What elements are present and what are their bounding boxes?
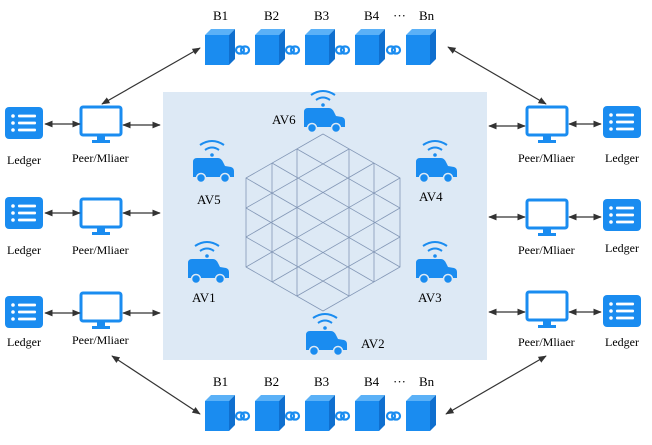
block-label: B4 — [364, 8, 380, 23]
vehicle-av4: AV4 — [415, 140, 458, 204]
vehicle-label: AV6 — [272, 112, 296, 127]
block-cube-icon — [255, 395, 285, 431]
block-label: B4 — [364, 374, 380, 389]
chain-link-icon — [385, 45, 402, 55]
peer-monitor-icon — [525, 198, 569, 238]
peer-monitor-icon — [525, 105, 569, 145]
block-cube-icon — [406, 29, 436, 65]
peer-monitor-icon — [79, 291, 123, 331]
block-cube-icon — [355, 29, 385, 65]
ledger-icon — [603, 295, 641, 327]
block-label: B3 — [314, 374, 329, 389]
ledger-label: Ledger — [605, 241, 639, 255]
block-label: Bn — [419, 8, 435, 23]
blockchain-top: B1 B2 B3 B4 ··· Bn — [205, 8, 436, 65]
block-cube-icon — [305, 29, 335, 65]
chain-link-icon — [334, 45, 351, 55]
vehicle-label: AV3 — [418, 290, 442, 305]
peer-label: Peer/Mliaer — [518, 335, 575, 349]
peer-monitor-icon — [525, 290, 569, 330]
block-label: B2 — [264, 8, 279, 23]
left-node-3: Ledger Peer/Mliaer — [5, 291, 129, 349]
block-label: Bn — [419, 374, 435, 389]
block-cube-icon — [205, 29, 235, 65]
ellipsis: ··· — [393, 8, 406, 23]
block-cube-icon — [406, 395, 436, 431]
block-label: B1 — [213, 374, 228, 389]
ledger-icon — [603, 106, 641, 138]
vehicle-label: AV2 — [361, 336, 385, 351]
right-node-3: Peer/Mliaer Ledger — [518, 290, 641, 349]
left-node-1: Ledger Peer/Mliaer — [5, 105, 129, 167]
chain-link-icon — [284, 45, 301, 55]
chain-link-icon — [334, 411, 351, 421]
vehicle-av3: AV3 — [415, 241, 458, 305]
peer-label: Peer/Mliaer — [518, 151, 575, 165]
block-label: B3 — [314, 8, 329, 23]
ledger-label: Ledger — [605, 335, 639, 349]
vehicle-network-panel — [163, 92, 487, 360]
vehicle-label: AV4 — [419, 189, 443, 204]
vehicle-av2: AV2 — [305, 313, 385, 357]
ellipsis: ··· — [393, 374, 406, 389]
chain-link-icon — [385, 411, 402, 421]
peer-label: Peer/Mliaer — [72, 333, 129, 347]
peer-label: Peer/Mliaer — [518, 243, 575, 257]
left-node-2: Ledger Peer/Mliaer — [5, 197, 129, 257]
block-cube-icon — [355, 395, 385, 431]
vehicle-av5: AV5 — [192, 140, 235, 207]
blockchain-bottom: B1 B2 B3 B4 ··· Bn — [205, 374, 436, 431]
peer-label: Peer/Mliaer — [72, 243, 129, 257]
ledger-icon — [603, 199, 641, 231]
ledger-label: Ledger — [7, 335, 41, 349]
ledger-icon — [5, 197, 43, 229]
peer-monitor-icon — [79, 105, 123, 145]
ledger-label: Ledger — [7, 243, 41, 257]
chain-link-icon — [234, 411, 251, 421]
hexagon-lattice — [245, 133, 401, 312]
ledger-label: Ledger — [7, 153, 41, 167]
chain-link-icon — [284, 411, 301, 421]
vehicle-av6: AV6 — [272, 90, 346, 134]
connection-arrows — [44, 46, 602, 415]
right-node-2: Peer/Mliaer Ledger — [518, 198, 641, 257]
block-label: B2 — [264, 374, 279, 389]
peer-label: Peer/Mliaer — [72, 151, 129, 165]
block-cube-icon — [305, 395, 335, 431]
ledger-icon — [5, 107, 43, 139]
right-node-1: Peer/Mliaer Ledger — [518, 105, 641, 165]
ledger-icon — [5, 296, 43, 328]
block-label: B1 — [213, 8, 228, 23]
block-cube-icon — [255, 29, 285, 65]
block-cube-icon — [205, 395, 235, 431]
peer-monitor-icon — [79, 197, 123, 237]
vehicle-label: AV5 — [197, 192, 221, 207]
ledger-label: Ledger — [605, 151, 639, 165]
vehicle-label: AV1 — [192, 290, 216, 305]
chain-link-icon — [234, 45, 251, 55]
vehicle-av1: AV1 — [187, 241, 230, 305]
